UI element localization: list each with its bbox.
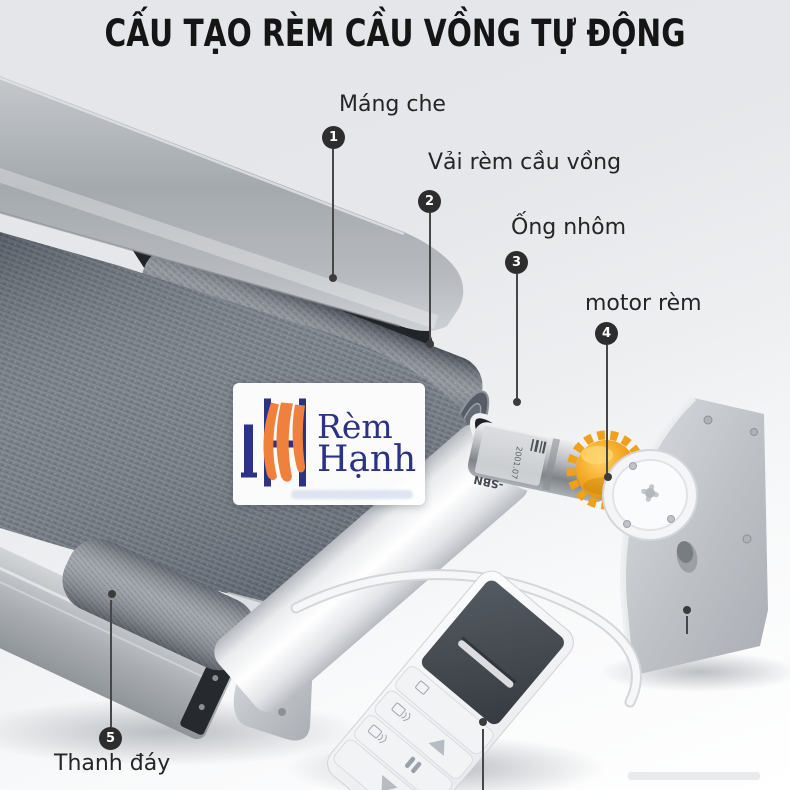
stop-button-icon (404, 756, 422, 774)
callout-line-2 (429, 213, 431, 342)
remote-slot (458, 640, 514, 688)
logo-curtain (263, 402, 305, 482)
remote-buttons (333, 666, 494, 790)
pointer-line-bracket (686, 616, 688, 634)
callout-dot-5 (108, 590, 116, 598)
remote-screen (421, 580, 564, 725)
callout-dot-4 (604, 473, 612, 481)
logo-text: Rèm Hạnh (317, 407, 417, 480)
page-title: CẤU TẠO RÈM CẦU VỒNG TỰ ĐỘNG (104, 12, 686, 55)
motor-label (474, 426, 549, 486)
power-cable (290, 569, 642, 708)
pointer-dot-bracket (683, 606, 691, 614)
callout-label-motor-rem: motor rèm (585, 291, 702, 316)
callout-label-mang-che: Máng che (339, 92, 446, 117)
logo-line1: Rèm (317, 407, 393, 447)
channel-icon (367, 680, 430, 743)
faint-watermark (628, 772, 760, 780)
aluminium-tube (214, 424, 529, 713)
motor-barcode (530, 438, 547, 454)
pointer-dot-remote (479, 718, 487, 726)
callout-label-vai-rem: Vải rèm cầu vồng (428, 150, 622, 175)
watermark-logo: Rèm Hạnh (233, 383, 425, 505)
down-button-icon (381, 774, 398, 790)
callout-dot-1 (329, 274, 337, 282)
pointer-line-remote (482, 729, 484, 790)
logo-line2: Hạnh (317, 438, 417, 480)
motor-model-text: -SBN (473, 473, 505, 492)
cover-channel (0, 76, 464, 331)
remote-control (327, 570, 574, 790)
callout-label-ong-nhom: Ống nhôm (511, 215, 626, 240)
up-button-icon (428, 739, 445, 757)
bottom-bar-slot (180, 653, 236, 735)
callout-label-thanh-day: Thanh đáy (54, 751, 171, 776)
callout-circle-3: 3 (505, 251, 528, 274)
callout-line-1 (332, 149, 334, 276)
logo-tagline-faint (291, 490, 413, 499)
callout-line-5 (110, 600, 112, 727)
callout-dot-3 (513, 398, 521, 406)
callout-circle-1: 1 (322, 126, 345, 149)
drive-plate (602, 449, 698, 541)
callout-circle-5: 5 (99, 727, 122, 750)
callout-circle-2: 2 (418, 190, 441, 213)
callout-dot-2 (426, 340, 434, 348)
callout-line-4 (606, 345, 608, 475)
logo-icon (241, 398, 306, 487)
callout-circle-4: 4 (595, 322, 618, 345)
callout-line-3 (516, 274, 518, 400)
